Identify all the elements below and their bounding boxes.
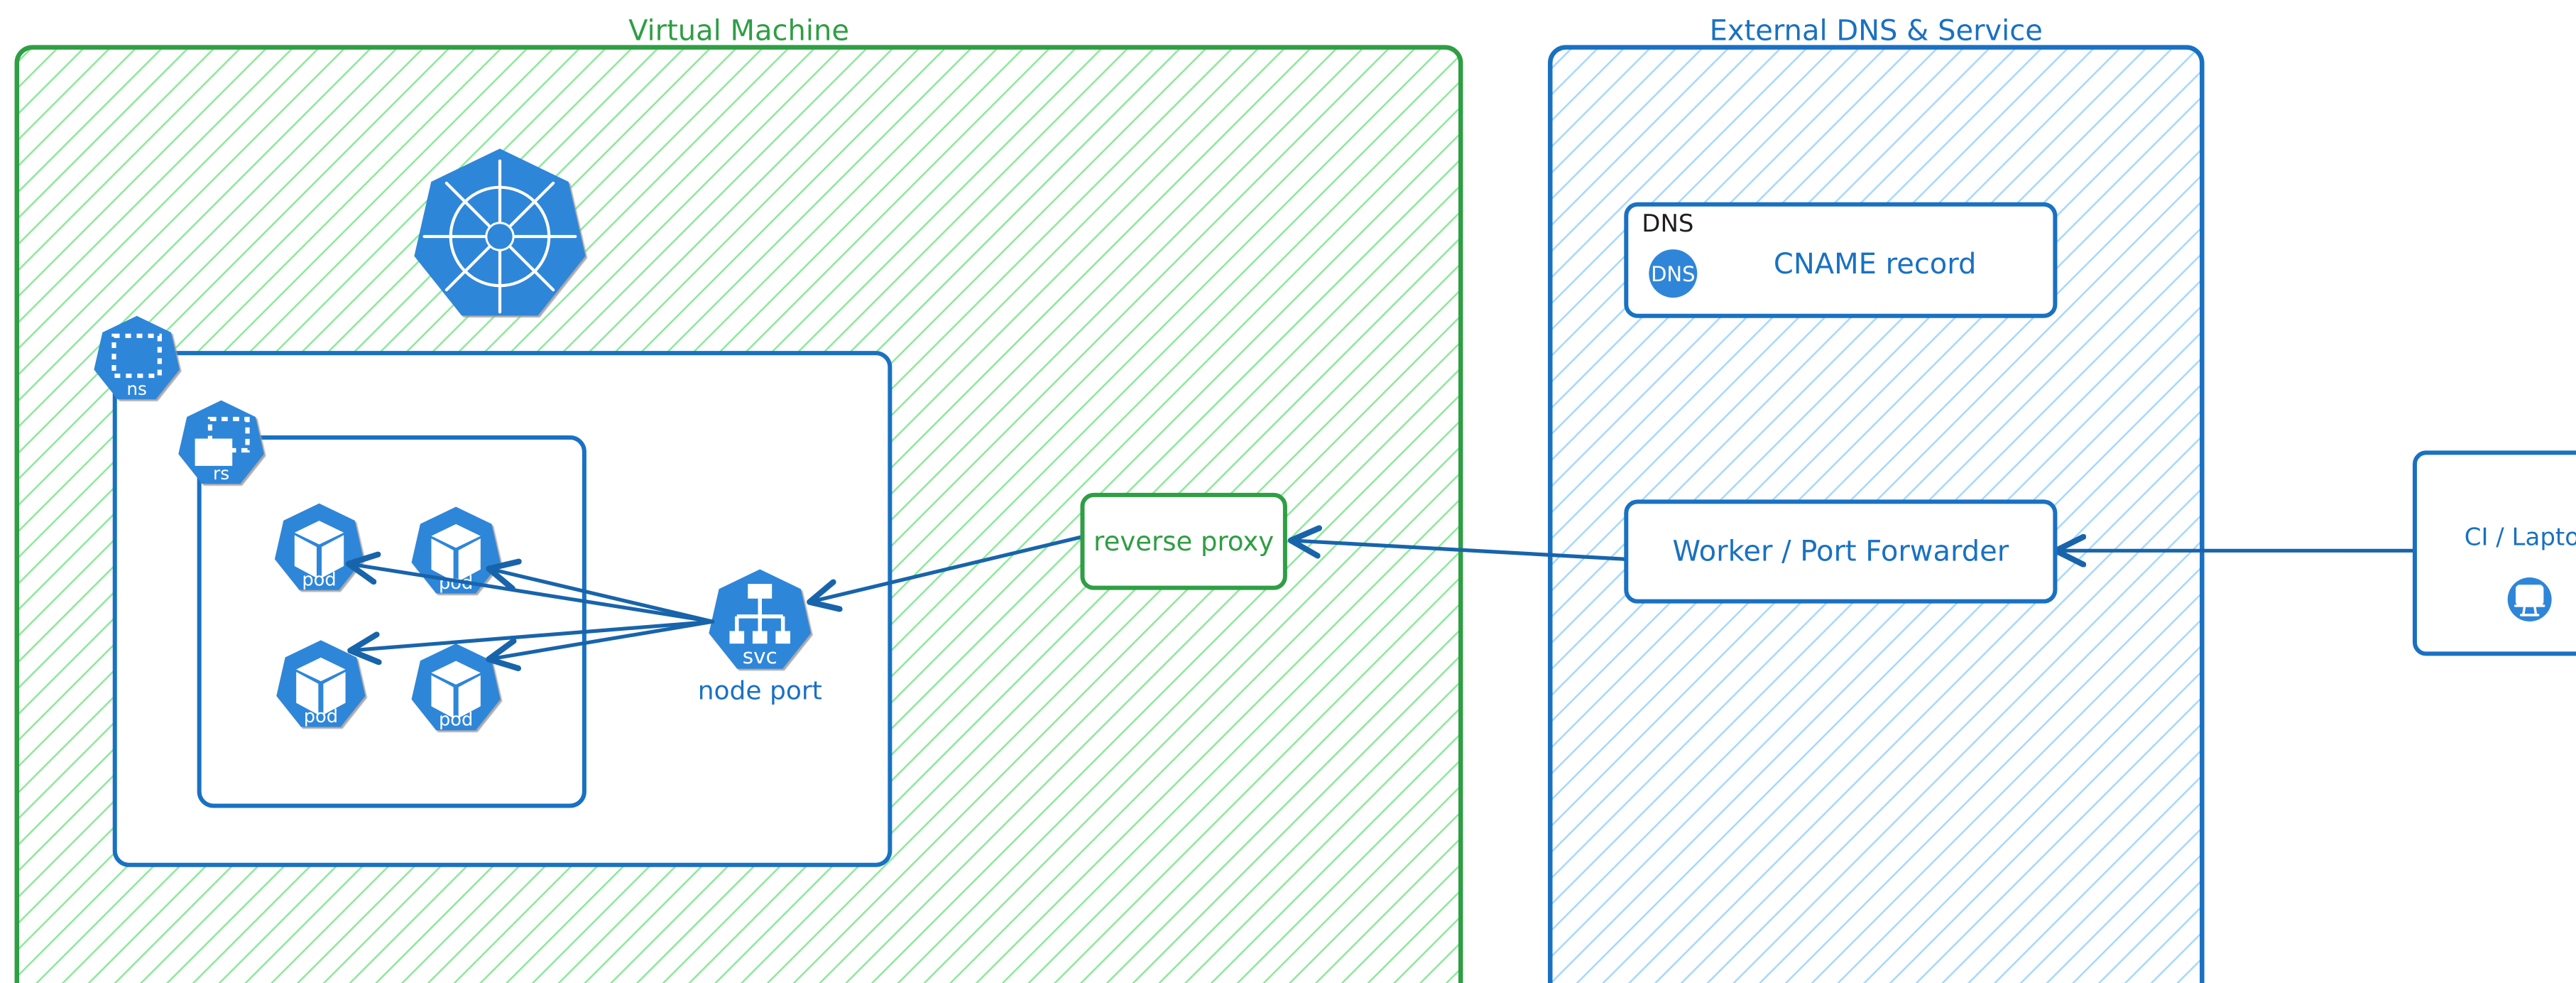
kubernetes-helm-glyph: [422, 159, 577, 314]
pod-cube-icon: [431, 661, 481, 719]
arrow-svc-to-pod-4: [491, 619, 715, 658]
dns-icon: [1649, 249, 1698, 298]
monitor-glyph: [2514, 585, 2545, 617]
replicaset-solid-rect-icon: [195, 438, 233, 466]
pod-cube-icon: [431, 523, 481, 582]
kubernetes-logo: [414, 148, 586, 316]
arrow-svc-to-pod-3: [353, 619, 715, 650]
pod-cube-icon: [294, 521, 344, 578]
pod-2: pod: [411, 506, 501, 594]
node-label-cname-record: CNAME record: [1774, 248, 1977, 281]
dns-icon-label: DNS: [1651, 262, 1695, 286]
pod-1-label: pod: [302, 569, 336, 590]
pod-3: pod: [276, 640, 366, 727]
container-external-dns-service: External DNS & Service: [1548, 15, 2205, 983]
arrow-reverse-proxy-to-svc: [812, 535, 1083, 601]
container-title-external-dns-service: External DNS & Service: [1710, 15, 2043, 48]
pod-4: pod: [411, 643, 501, 731]
pod-4-label: pod: [439, 710, 473, 731]
container-title-virtual-machine: Virtual Machine: [628, 15, 849, 48]
namespace-badge: ns: [94, 315, 180, 400]
node-worker-port-forwarder[interactable]: Worker / Port Forwarder: [1624, 499, 2058, 604]
service-tree-icon: [729, 584, 790, 644]
arrow-worker-to-reverse-proxy: [1294, 541, 1627, 561]
service-badge-label: svc: [743, 644, 777, 668]
node-port-caption: node port: [698, 677, 822, 706]
node-cname-record[interactable]: DNS DNS CNAME record: [1624, 202, 2058, 318]
namespace-badge-label: ns: [126, 379, 147, 399]
node-reverse-proxy[interactable]: reverse proxy: [1080, 492, 1287, 590]
replicaset-box: [197, 435, 586, 808]
arrow-svc-to-pod-1: [351, 564, 715, 624]
replicaset-badge: rs: [178, 400, 264, 484]
dns-group-label: DNS: [1642, 210, 1693, 238]
namespace-dashed-square-icon: [111, 333, 162, 379]
pod-1: pod: [274, 503, 364, 590]
node-label-ci-laptop: CI / Laptop: [2465, 523, 2576, 552]
pod-3-label: pod: [304, 706, 338, 727]
arrow-svc-to-pod-2: [491, 569, 715, 624]
service-badge: svc: [709, 569, 812, 669]
node-label-worker-port-forwarder: Worker / Port Forwarder: [1672, 536, 2009, 568]
node-label-reverse-proxy: reverse proxy: [1093, 526, 1274, 557]
replicaset-badge-label: rs: [213, 463, 229, 484]
node-ci-laptop[interactable]: CI / Laptop: [2412, 450, 2576, 656]
pod-cube-icon: [296, 657, 346, 715]
